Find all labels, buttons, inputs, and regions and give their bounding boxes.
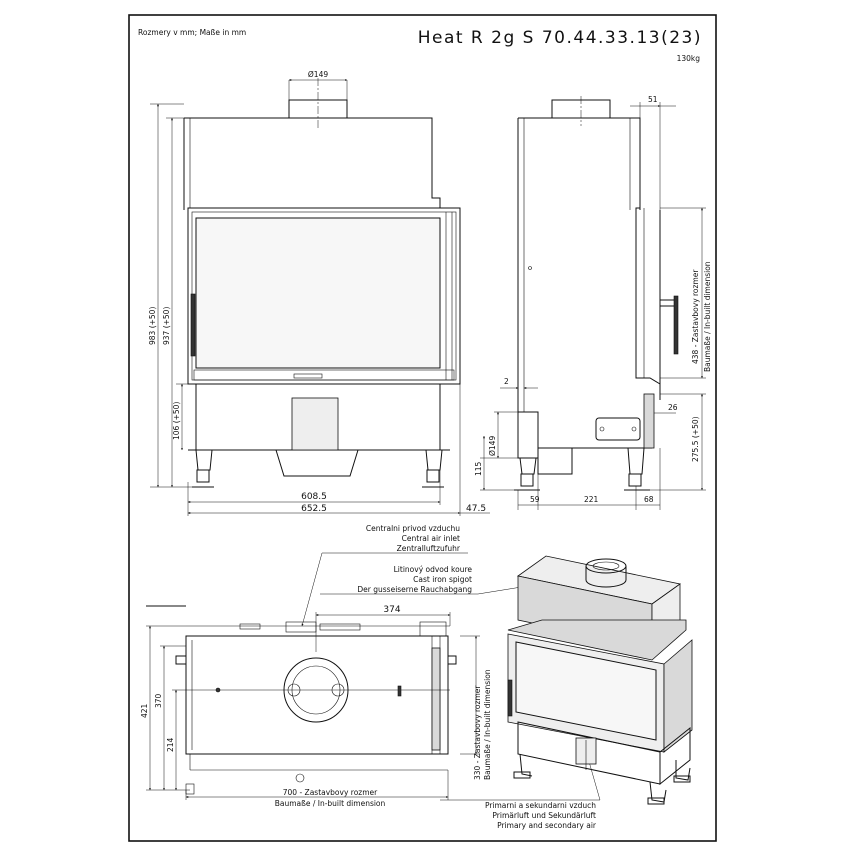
air-inlet-en: Central air inlet bbox=[402, 534, 460, 543]
front-height-base: 106 (+50) bbox=[172, 402, 181, 440]
top-depth-370: 370 bbox=[154, 693, 163, 708]
weight-label: 130kg bbox=[677, 54, 701, 63]
front-door-glass bbox=[195, 217, 441, 369]
side-install-height-en: Baumaße / In-built dimension bbox=[703, 261, 712, 372]
air-inlet-cz: Centralni privod vzduchu bbox=[366, 524, 460, 533]
primary-air-cz: Primarni a sekundarni vzduch bbox=[485, 801, 596, 810]
spigot-de: Der gusseiserne Rauchabgang bbox=[357, 585, 472, 594]
primary-air-de: Primärluft und Sekundärluft bbox=[492, 811, 596, 820]
front-offset-right: 47.5 bbox=[466, 504, 486, 514]
front-width-inner: 608.5 bbox=[301, 492, 327, 502]
side-door-handle bbox=[673, 295, 679, 355]
side-offset-26: 26 bbox=[668, 403, 678, 412]
air-inlet-de: Zentralluftzufuhr bbox=[397, 544, 461, 553]
drawing-frame bbox=[128, 14, 717, 842]
side-inlet-diameter: Ø149 bbox=[488, 436, 497, 456]
side-install-height: 438 - Zastavbovy rozmer bbox=[691, 269, 700, 364]
model-title: Heat R 2g S 70.44.33.13(23) bbox=[418, 28, 702, 48]
spigot-en: Cast iron spigot bbox=[413, 575, 472, 584]
primary-air-en: Primary and secondary air bbox=[497, 821, 597, 830]
front-air-intake bbox=[291, 397, 339, 451]
side-bottom-68: 68 bbox=[644, 495, 654, 504]
front-view: Ø149 983 (+50) bbox=[148, 70, 490, 516]
top-depth-total: 421 bbox=[140, 703, 149, 718]
top-body bbox=[185, 635, 449, 755]
side-bottom-221: 221 bbox=[584, 495, 599, 504]
top-side-label-en: Baumaße / In-built dimension bbox=[483, 669, 492, 780]
side-top-offset: 51 bbox=[648, 95, 658, 104]
top-width-label-en: Baumaße / In-built dimension bbox=[275, 799, 386, 808]
air-inlet-label: Centralni privod vzduchu Central air inl… bbox=[301, 524, 468, 627]
side-view: 51 438 - Zastavbovy rozmer Baumaße / In-… bbox=[474, 95, 712, 510]
units-note: Rozmery v mm; Maße in mm bbox=[138, 28, 246, 37]
top-view: 421 370 214 330 - Zastavbovy rozmer Baum… bbox=[140, 605, 492, 808]
top-side-label: 330 - Zastavbovy rozmer bbox=[473, 685, 482, 780]
side-inlet-height: 115 bbox=[474, 461, 483, 476]
top-offset-374: 374 bbox=[383, 605, 400, 615]
top-depth-214: 214 bbox=[166, 737, 175, 752]
side-gap: 2 bbox=[504, 377, 509, 386]
front-door-frame bbox=[187, 207, 461, 385]
isometric-view bbox=[507, 555, 693, 805]
side-bottom-59: 59 bbox=[530, 495, 540, 504]
top-width-label: 700 - Zastavbovy rozmer bbox=[283, 788, 378, 797]
front-door-handle bbox=[190, 293, 196, 357]
front-flue-diameter: Ø149 bbox=[308, 70, 328, 79]
front-height-body: 937 (+50) bbox=[162, 307, 171, 345]
front-width-outer: 652.5 bbox=[301, 504, 327, 514]
side-air-plate bbox=[595, 417, 641, 441]
front-height-total: 983 (+50) bbox=[148, 307, 157, 345]
spigot-cz: Litinový odvod koure bbox=[394, 565, 473, 574]
side-height-right: 275.5 (+50) bbox=[691, 416, 700, 462]
